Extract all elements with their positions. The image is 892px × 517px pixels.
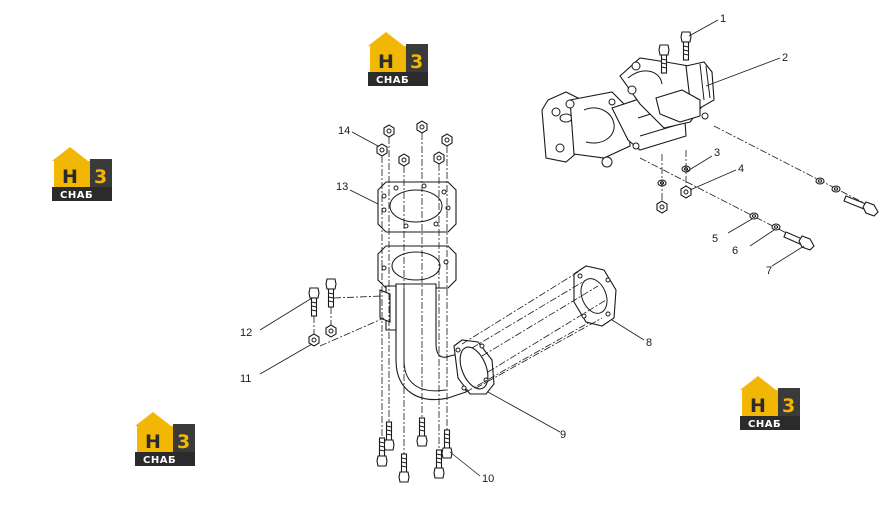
- manifold-nut-4: [680, 185, 692, 199]
- svg-text:СНАБ: СНАБ: [748, 419, 781, 430]
- leader-lines: [259, 19, 805, 477]
- callout-1: 1: [720, 13, 726, 25]
- callout-8: 8: [646, 337, 652, 349]
- svg-text:3: 3: [177, 431, 190, 453]
- exhaust-manifold: [541, 57, 715, 168]
- callout-2: 2: [782, 52, 788, 64]
- svg-text:H: H: [378, 51, 394, 73]
- svg-text:H: H: [145, 431, 161, 453]
- bracket-fasteners: [308, 278, 385, 347]
- callout-14: 14: [338, 125, 350, 137]
- watermark-logo-right: H 3 СНАБ: [740, 376, 800, 430]
- elbow-pipe: [379, 283, 495, 400]
- callout-numbers: 1 2 3 4 5 6 7 8 9 10 11 12 13 14: [240, 13, 788, 485]
- watermark-logo-top: H 3 СНАБ: [368, 32, 428, 86]
- svg-text:H: H: [62, 166, 78, 188]
- svg-text:3: 3: [94, 166, 107, 188]
- upper-flange: [377, 181, 457, 233]
- washer-5: [749, 212, 759, 220]
- bolt-7: [783, 231, 815, 251]
- manifold-bolt-1: [680, 31, 692, 61]
- callout-5: 5: [712, 233, 718, 245]
- svg-text:СНАБ: СНАБ: [376, 75, 409, 86]
- svg-text:СНАБ: СНАБ: [143, 455, 176, 466]
- svg-text:H: H: [750, 395, 766, 417]
- callout-7: 7: [766, 265, 772, 277]
- bottom-bolts: [376, 417, 453, 483]
- callout-11: 11: [240, 373, 251, 385]
- callout-3: 3: [714, 147, 720, 159]
- svg-text:СНАБ: СНАБ: [60, 190, 93, 201]
- watermark-logo-bottom-left: H 3 СНАБ: [135, 412, 195, 466]
- watermark-logo-left: H 3 СНАБ: [52, 147, 112, 201]
- outlet-gasket: [573, 265, 617, 327]
- washer-upper-right-a: [815, 177, 825, 185]
- washer-6: [771, 223, 781, 231]
- top-nuts: [376, 120, 453, 167]
- callout-13: 13: [336, 181, 348, 193]
- svg-text:3: 3: [410, 51, 423, 73]
- callout-9: 9: [560, 429, 566, 441]
- callout-12: 12: [240, 327, 252, 339]
- washer-upper-right-b: [831, 185, 841, 193]
- pipe-top-flange: [377, 245, 457, 289]
- manifold-nut-lower: [656, 200, 668, 214]
- callout-10: 10: [482, 473, 494, 485]
- callout-4: 4: [738, 163, 744, 175]
- svg-text:3: 3: [782, 395, 795, 417]
- callout-6: 6: [732, 245, 738, 257]
- bolt-upper-right: [843, 195, 879, 217]
